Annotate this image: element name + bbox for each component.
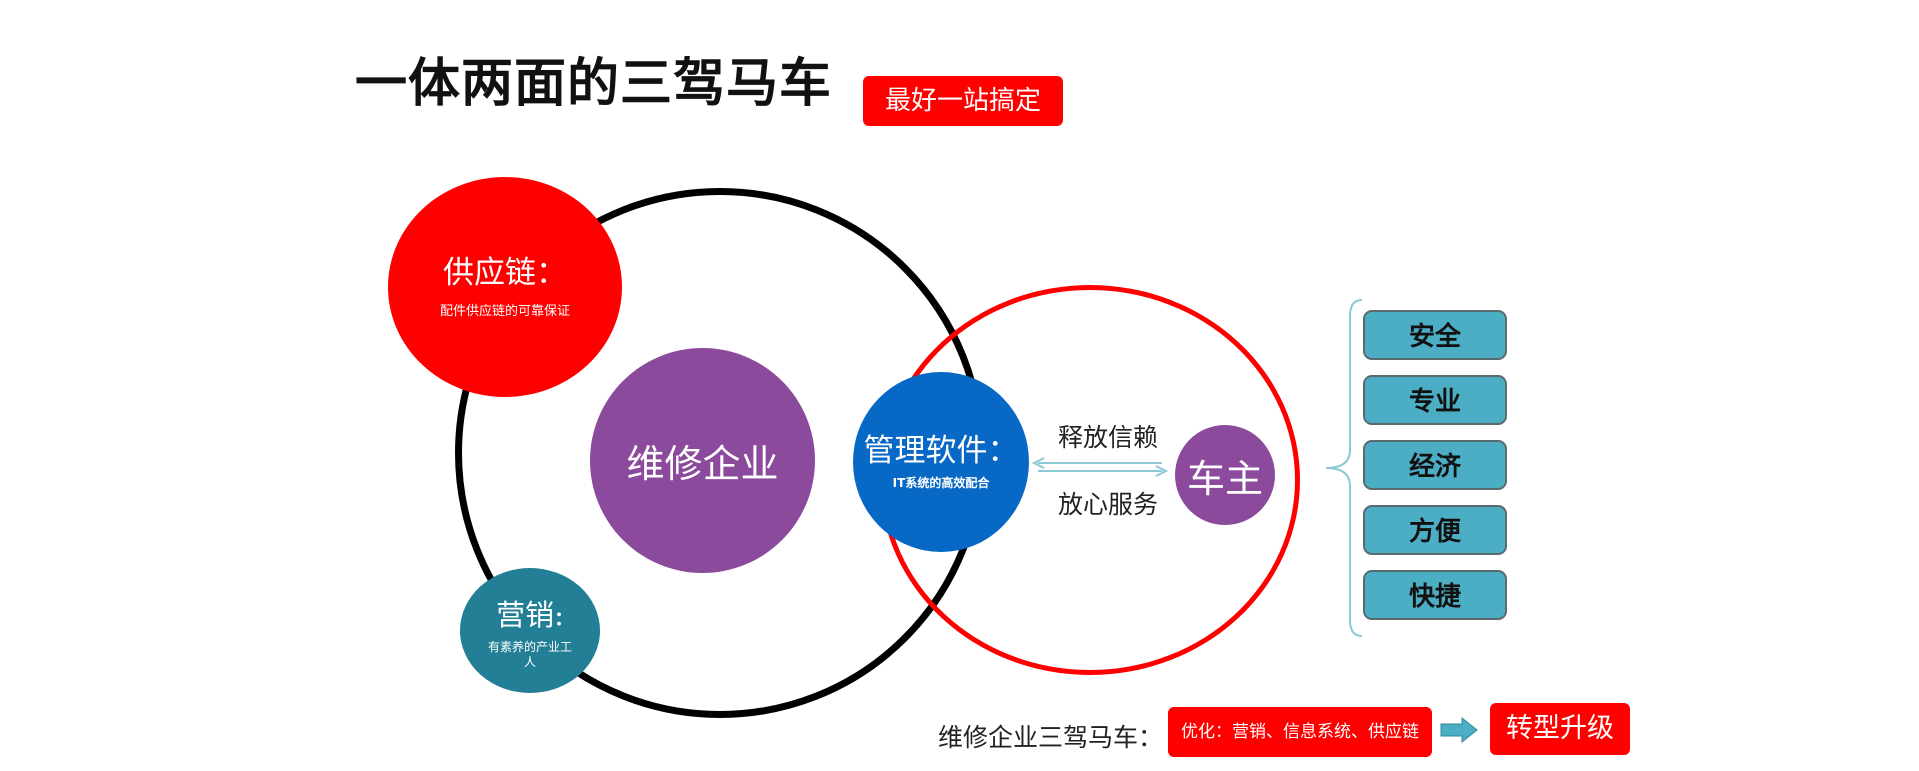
car-owner-title: 车主 (1186, 456, 1263, 501)
repair-company-circle: 维修企业 (590, 348, 815, 573)
attribute-item-professional: 专业 (1363, 375, 1507, 425)
attribute-item-economical: 经济 (1363, 440, 1507, 490)
double-arrow-icon (1031, 457, 1169, 477)
supply-chain-subtitle: 配件供应链的可靠保证 (439, 304, 570, 320)
marketing-subtitle: 有素养的产业工人 (487, 640, 572, 669)
right-arrow-icon (1440, 717, 1478, 743)
car-owner-circle: 车主 (1175, 425, 1275, 525)
connector-bottom-label: 放心服务 (1058, 490, 1159, 519)
management-software-title: 管理软件： (863, 432, 1019, 469)
marketing-circle: 营销: 有素养的产业工人 (460, 568, 600, 693)
marketing-title: 营销: (496, 598, 564, 633)
connector-top-label: 释放信赖 (1058, 423, 1159, 452)
attribute-item-fast: 快捷 (1363, 570, 1507, 620)
title-badge: 最好一站搞定 (863, 76, 1063, 126)
management-software-subtitle: IT系统的高效配合 (892, 476, 990, 491)
management-software-circle: 管理软件： IT系统的高效配合 (853, 372, 1029, 552)
footer-label: 维修企业三驾马车： (938, 723, 1164, 752)
attributes-bracket (1325, 299, 1363, 637)
page-title: 一体两面的三驾马车 (355, 54, 833, 114)
supply-chain-circle: 供应链： 配件供应链的可靠保证 (388, 177, 622, 397)
repair-company-title: 维修企业 (626, 442, 779, 486)
attribute-item-convenient: 方便 (1363, 505, 1507, 555)
supply-chain-title: 供应链： (443, 254, 567, 291)
attribute-item-safety: 安全 (1363, 310, 1507, 360)
footer-optimize-tag: 优化：营销、信息系统、供应链 (1168, 707, 1432, 757)
footer-result-tag: 转型升级 (1490, 703, 1630, 755)
